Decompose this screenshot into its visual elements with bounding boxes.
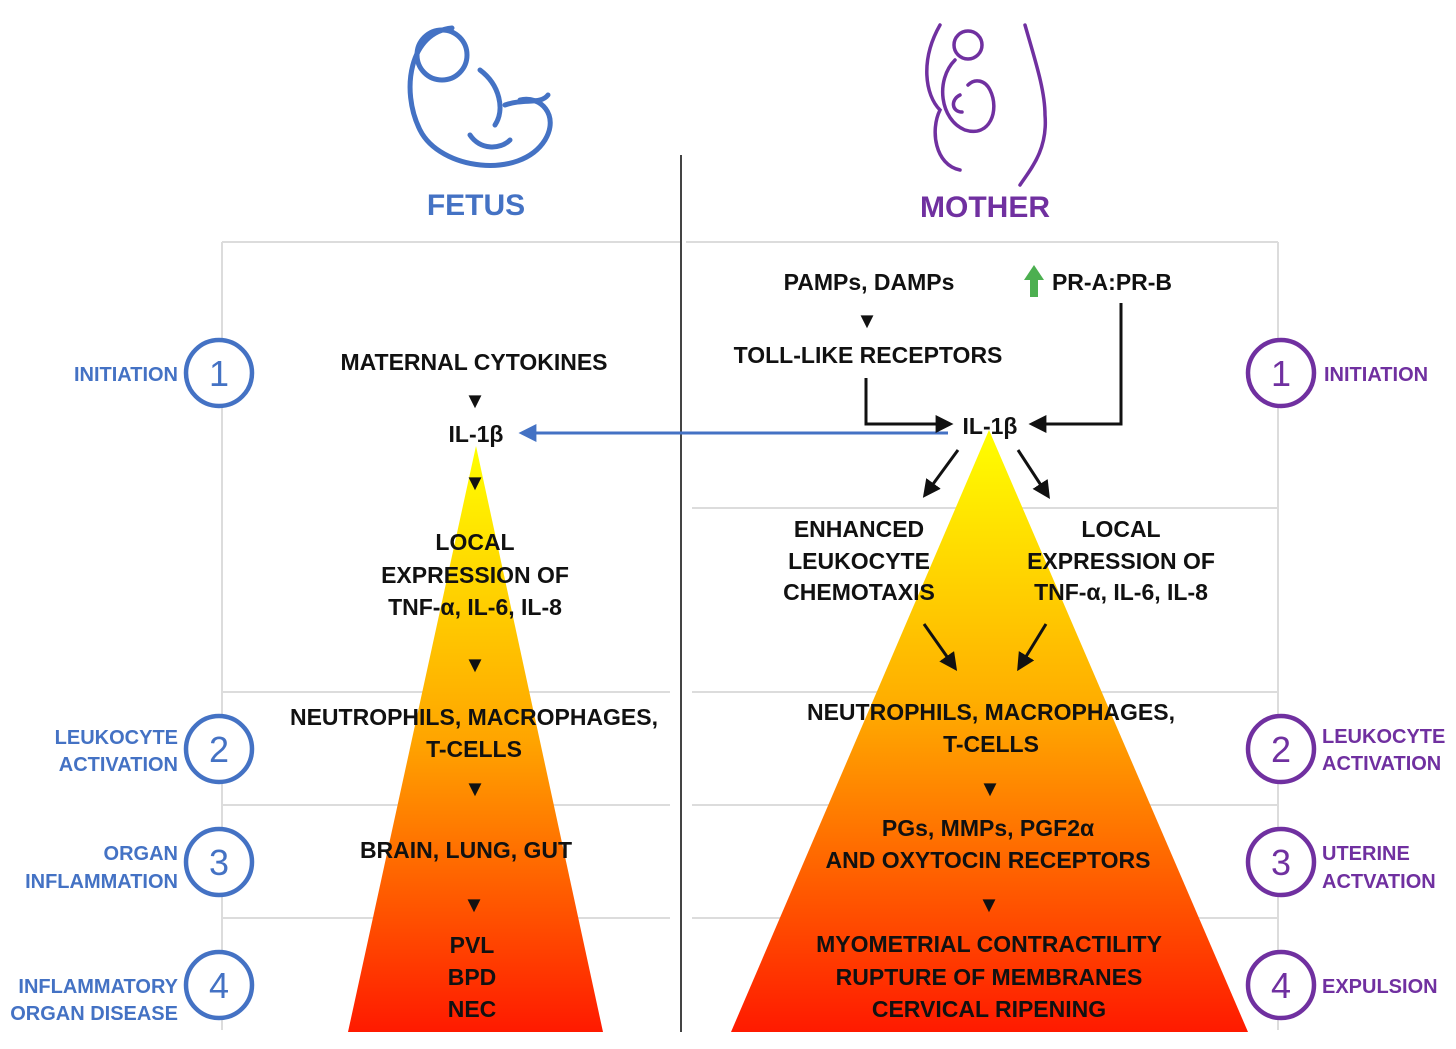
- toll-like-receptors-label: TOLL-LIKE RECEPTORS: [734, 342, 1003, 368]
- fetus-stage-2: 2 LEUKOCYTE ACTIVATION: [55, 713, 255, 785]
- stage-label: EXPULSION: [1322, 976, 1438, 998]
- fetus-disease-pvl: PVL: [450, 932, 495, 958]
- svg-text:1: 1: [1271, 353, 1291, 394]
- down-triangle: ▼: [856, 308, 878, 333]
- fetus-leukocytes: NEUTROPHILS, MACROPHAGES, T-CELLS: [290, 704, 658, 762]
- svg-text:4: 4: [209, 965, 229, 1006]
- stage-label: INITIATION: [1324, 364, 1428, 386]
- outcome-line: MYOMETRIAL CONTRACTILITY: [816, 931, 1162, 957]
- stage-label: INITIATION: [74, 364, 178, 386]
- fetus-stage-4: 4 INFLAMMATORY ORGAN DISEASE: [10, 949, 255, 1025]
- down-triangle: ▼: [463, 892, 485, 917]
- mother-leukocytes: NEUTROPHILS, MACROPHAGES, T-CELLS: [807, 699, 1175, 757]
- stage-label: LEUKOCYTE: [1322, 726, 1445, 748]
- mother-stage-1: 1 INITIATION: [1245, 337, 1428, 409]
- mother-leukocytes-line: NEUTROPHILS, MACROPHAGES,: [807, 699, 1175, 725]
- stage-label: ORGAN DISEASE: [10, 1003, 178, 1025]
- chemotaxis-block: ENHANCED LEUKOCYTE CHEMOTAXIS: [783, 516, 935, 605]
- fetus-il1b-label: IL-1β: [449, 421, 504, 447]
- outcome-line: RUPTURE OF MEMBRANES: [836, 964, 1143, 990]
- pr-ratio-label: PR-A:PR-B: [1052, 269, 1172, 295]
- stage-label: ACTIVATION: [59, 754, 178, 776]
- fetus-leukocytes-line: NEUTROPHILS, MACROPHAGES,: [290, 704, 658, 730]
- outcomes-block: MYOMETRIAL CONTRACTILITY RUPTURE OF MEMB…: [816, 931, 1162, 1022]
- fetus-diseases: PVL BPD NEC: [448, 932, 497, 1022]
- mother-stage-3: 3 UTERINE ACTVATION: [1245, 826, 1436, 898]
- green-up-arrow-icon: [1024, 265, 1044, 297]
- fetus-local-expression: LOCAL EXPRESSION OF TNF-α, IL-6, IL-8: [381, 529, 569, 620]
- chemotaxis-line: CHEMOTAXIS: [783, 579, 935, 605]
- down-triangle: ▼: [464, 652, 486, 677]
- chemotaxis-line: ENHANCED: [794, 516, 924, 542]
- fetus-title: FETUS: [427, 189, 525, 222]
- svg-text:3: 3: [209, 842, 229, 883]
- mother-local-line: LOCAL: [1081, 516, 1160, 542]
- fetus-stage-1: 1 INITIATION: [74, 337, 255, 409]
- fetus-local-line: LOCAL: [435, 529, 514, 555]
- fetus-disease-nec: NEC: [448, 996, 497, 1022]
- fetus-leukocytes-line: T-CELLS: [426, 736, 522, 762]
- svg-text:1: 1: [209, 353, 229, 394]
- down-triangle: ▼: [464, 388, 486, 413]
- down-triangle: ▼: [464, 776, 486, 801]
- fetus-local-line: TNF-α, IL-6, IL-8: [388, 594, 562, 620]
- stage-label: UTERINE: [1322, 843, 1410, 865]
- fetus-pyramid: [348, 446, 603, 1032]
- pregnant-mother-icon: [925, 23, 1048, 187]
- stage-label: ACTVATION: [1322, 871, 1436, 893]
- down-triangle: ▼: [978, 892, 1000, 917]
- uterine-line: PGs, MMPs, PGF2α: [882, 815, 1094, 841]
- pamps-damps-label: PAMPs, DAMPs: [784, 269, 955, 295]
- mother-stage-4: 4 EXPULSION: [1245, 949, 1438, 1021]
- down-triangle: ▼: [979, 776, 1001, 801]
- maternal-cytokines-label: MATERNAL CYTOKINES: [340, 349, 607, 375]
- stage-label: LEUKOCYTE: [55, 727, 178, 749]
- svg-text:2: 2: [209, 729, 229, 770]
- mother-il1b-label: IL-1β: [963, 413, 1018, 439]
- svg-text:3: 3: [1271, 842, 1291, 883]
- fetus-stage-3: 3 ORGAN INFLAMMATION: [25, 826, 255, 898]
- outcome-line: CERVICAL RIPENING: [872, 996, 1106, 1022]
- fetus-disease-bpd: BPD: [448, 964, 497, 990]
- mother-local-expression: LOCAL EXPRESSION OF TNF-α, IL-6, IL-8: [1027, 516, 1215, 605]
- fetus-organs-label: BRAIN, LUNG, GUT: [360, 837, 572, 863]
- mother-pyramid: [731, 430, 1248, 1032]
- stage-label: ORGAN: [104, 843, 178, 865]
- uterine-block: PGs, MMPs, PGF2α AND OXYTOCIN RECEPTORS: [825, 815, 1150, 873]
- stage-label: ACTIVATION: [1322, 753, 1441, 775]
- uterine-line: AND OXYTOCIN RECEPTORS: [825, 847, 1150, 873]
- down-triangle: ▼: [464, 470, 486, 495]
- svg-text:4: 4: [1271, 965, 1291, 1006]
- mother-title: MOTHER: [920, 191, 1050, 224]
- mother-leukocytes-line: T-CELLS: [943, 731, 1039, 757]
- connector-arrows: [864, 303, 1123, 672]
- mother-local-line: TNF-α, IL-6, IL-8: [1034, 579, 1208, 605]
- fetus-local-line: EXPRESSION OF: [381, 562, 569, 588]
- svg-text:2: 2: [1271, 729, 1291, 770]
- mother-stage-2: 2 LEUKOCYTE ACTIVATION: [1245, 713, 1445, 785]
- stage-label: INFLAMMATORY: [18, 976, 178, 998]
- fetus-icon: [407, 25, 553, 168]
- mother-local-line: EXPRESSION OF: [1027, 548, 1215, 574]
- stage-label: INFLAMMATION: [25, 871, 178, 893]
- chemotaxis-line: LEUKOCYTE: [788, 548, 930, 574]
